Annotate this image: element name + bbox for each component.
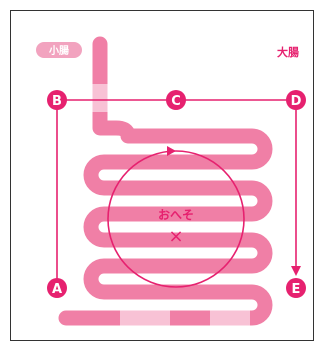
- point-e-label: E: [292, 282, 301, 297]
- point-c-marker: C: [166, 90, 186, 110]
- small-intestine-label: 小腸: [48, 44, 69, 57]
- point-b-label: B: [52, 94, 62, 109]
- point-c-label: C: [171, 94, 181, 109]
- navel-cross-icon: ×: [168, 226, 183, 247]
- point-d-marker: D: [286, 90, 306, 110]
- point-e-marker: E: [286, 278, 306, 298]
- point-a-marker: A: [47, 278, 67, 298]
- point-d-label: D: [291, 94, 302, 109]
- navel-label: おへそ: [158, 208, 194, 222]
- large-intestine-label: 大腸: [277, 45, 299, 59]
- point-b-marker: B: [47, 90, 67, 110]
- point-a-label: A: [52, 282, 62, 297]
